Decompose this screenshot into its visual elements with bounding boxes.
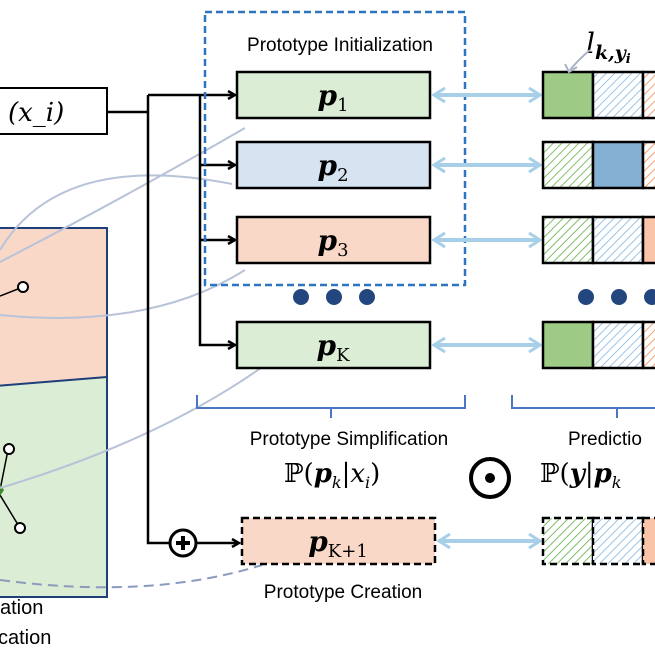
prototype-row: p2: [235, 140, 655, 190]
logit-cell-hatch-green: [541, 516, 595, 566]
sample-point: [14, 522, 26, 534]
logit-cell-hatch-blue: [591, 516, 645, 566]
logit-label: lk,yi: [586, 27, 631, 67]
prototype-label: p2: [317, 149, 348, 186]
logit-pointer: [569, 49, 591, 71]
sample-point: [17, 281, 29, 293]
logit-cell-hatch-orange: [641, 70, 655, 120]
sample-point: [3, 443, 15, 455]
logit-cell-solid-green: [541, 70, 595, 120]
logit-cell-hatch-blue: [591, 215, 645, 265]
simplification-formula: ℙ(pk|xi): [284, 459, 380, 492]
logit-cell-solid-green: [541, 320, 595, 370]
prototype-row: pK: [235, 320, 655, 370]
logit-cell-hatch-orange: [641, 140, 655, 190]
prediction-formula: ℙ(y|pk: [540, 459, 621, 492]
connectors: [107, 95, 239, 543]
prototype-label: p3: [317, 224, 348, 261]
prototype-creation-label: Prototype Creation: [264, 582, 422, 603]
logit-cell-hatch-green: [541, 215, 595, 265]
prototype-label: pK: [316, 329, 350, 366]
add-prototype-icon: [168, 528, 198, 558]
left-caption-line-2: cation: [0, 627, 51, 649]
logit-cell-solid-blue: [591, 140, 645, 190]
prototype-box: [235, 320, 432, 370]
prototype-simplification-label: Prototype Simplification: [250, 429, 449, 450]
mapping-curves: [0, 127, 266, 589]
prototype-row: p1: [235, 70, 655, 120]
logit-cell-hatch-green: [541, 140, 595, 190]
logit-cell-hatch-orange: [641, 320, 655, 370]
prototype-row: p3: [235, 215, 655, 265]
prototype-box: [240, 516, 437, 566]
logit-cell-solid-orange: [641, 516, 655, 566]
elementwise-product-icon: [469, 457, 511, 499]
ellipsis-dots: [293, 289, 655, 305]
input-embedding: (x_i): [0, 87, 108, 135]
prediction-label: Predictio: [568, 429, 642, 450]
logit-cell-solid-orange: [641, 215, 655, 265]
prototype-label: p1: [317, 79, 348, 116]
prototype-box: [235, 140, 432, 190]
left-caption-line-1: ation: [0, 597, 43, 619]
prototype-box: [235, 215, 432, 265]
prototype-initialization-box: [203, 10, 467, 287]
logit-cell-hatch-blue: [591, 70, 645, 120]
prototype-box: [235, 70, 432, 120]
prediction-brace: [511, 395, 655, 418]
logit-cell-hatch-blue: [591, 320, 645, 370]
input-label: (x_i): [8, 98, 64, 128]
prototype-initialization-label: Prototype Initialization: [247, 35, 433, 56]
simplification-brace: [196, 395, 466, 418]
prototype-label: pK+1: [308, 525, 368, 562]
feature-space-panel: [0, 227, 108, 598]
prototype-row: pK+1: [240, 516, 655, 566]
